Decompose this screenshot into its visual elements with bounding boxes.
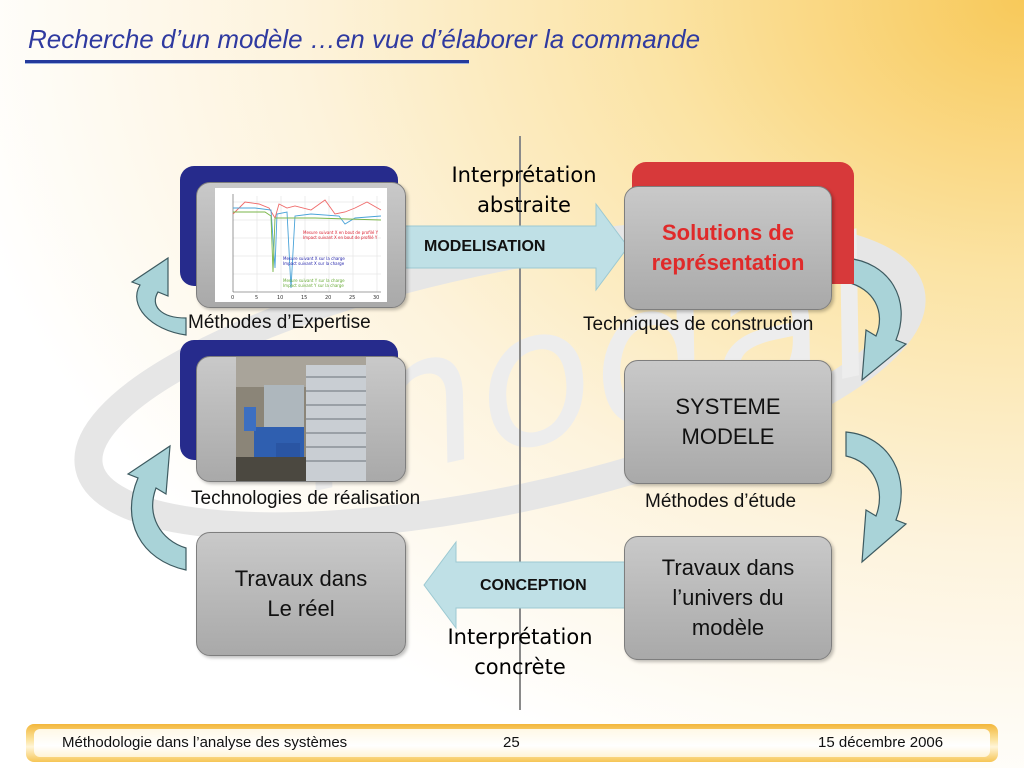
left-curved-arrow-middle — [126, 444, 187, 571]
interpretation-concrete-line2: concrète — [474, 655, 566, 679]
chart-legend-4: Impact suivant X sur la charge — [283, 261, 345, 266]
title-underline — [25, 60, 469, 63]
chart-xtick: 25 — [349, 295, 355, 301]
modelisation-label: MODELISATION — [424, 238, 546, 255]
reel-box: Travaux dans Le réel — [196, 532, 406, 656]
solutions-box-line: représentation — [651, 250, 805, 275]
interpretation-concrete: Interprétation concrète — [424, 622, 616, 682]
reel-box-line: Travaux dans — [234, 566, 368, 591]
technologies-box — [196, 356, 406, 482]
travaux-box-line: Travaux dans — [661, 555, 795, 580]
interpretation-concrete-line1: Interprétation — [447, 625, 593, 649]
expertise-box: Mesure suivant X en bout de profilé Y Im… — [196, 182, 406, 308]
interpretation-abstraite-line1: Interprétation — [451, 163, 597, 187]
footer-bar — [26, 724, 998, 762]
chart-xtick: 0 — [231, 295, 234, 301]
left-curved-arrow-upper — [130, 256, 187, 336]
conception-arrow — [423, 540, 629, 630]
techniques-label: Techniques de construction — [583, 314, 814, 335]
interpretation-abstraite: Interprétation abstraite — [428, 160, 620, 220]
chart-legend-6: Impact suivant Y sur la charge — [283, 283, 344, 288]
systeme-box-line: MODELE — [681, 424, 775, 449]
interpretation-abstraite-line2: abstraite — [477, 193, 571, 217]
footer-left-text: Méthodologie dans l’analyse des systèmes — [62, 734, 348, 751]
footer-page-number: 25 — [503, 734, 520, 751]
chart-xtick: 30 — [373, 295, 379, 301]
chart-xtick: 20 — [325, 295, 331, 301]
systeme-box: SYSTEME MODELE — [624, 360, 832, 484]
travaux-box-line: modèle — [691, 615, 765, 640]
methodes-label: Méthodes d’étude — [645, 491, 797, 512]
center-divider — [519, 136, 521, 710]
right-curved-arrow-upper — [845, 257, 908, 382]
expertise-label: Méthodes d’Expertise — [188, 312, 371, 333]
slide-title: Recherche d’un modèle …en vue d’élaborer… — [28, 24, 701, 54]
right-curved-arrow-lower — [845, 431, 908, 564]
modelisation-arrow — [403, 202, 629, 292]
reel-box-line: Le réel — [267, 596, 335, 621]
title-underline-shadow — [25, 63, 469, 64]
chart-xtick: 15 — [301, 295, 307, 301]
expertise-chart: Mesure suivant X en bout de profilé Y Im… — [215, 188, 387, 302]
machine-photo — [236, 357, 366, 481]
chart-xtick: 10 — [277, 295, 283, 301]
chart-legend-3: Mesure suivant X sur la charge — [283, 256, 345, 261]
solutions-box-line: Solutions de — [661, 220, 794, 245]
chart-xtick: 5 — [255, 295, 258, 301]
solutions-box: Solutions de représentation — [624, 186, 832, 310]
chart-legend-2: Impact suivant X en bout de profilé Y — [303, 235, 378, 240]
travaux-box-line: l’univers du — [672, 585, 784, 610]
technologies-label: Technologies de réalisation — [191, 488, 421, 509]
footer-date: 15 décembre 2006 — [818, 734, 944, 751]
chart-legend-5: Mesure suivant Y sur la charge — [283, 278, 345, 283]
conception-label: CONCEPTION — [480, 577, 587, 594]
systeme-box-line: SYSTEME — [675, 394, 781, 419]
travaux-box: Travaux dans l’univers du modèle — [624, 536, 832, 660]
chart-legend-1: Mesure suivant X en bout de profilé Y — [303, 230, 379, 235]
